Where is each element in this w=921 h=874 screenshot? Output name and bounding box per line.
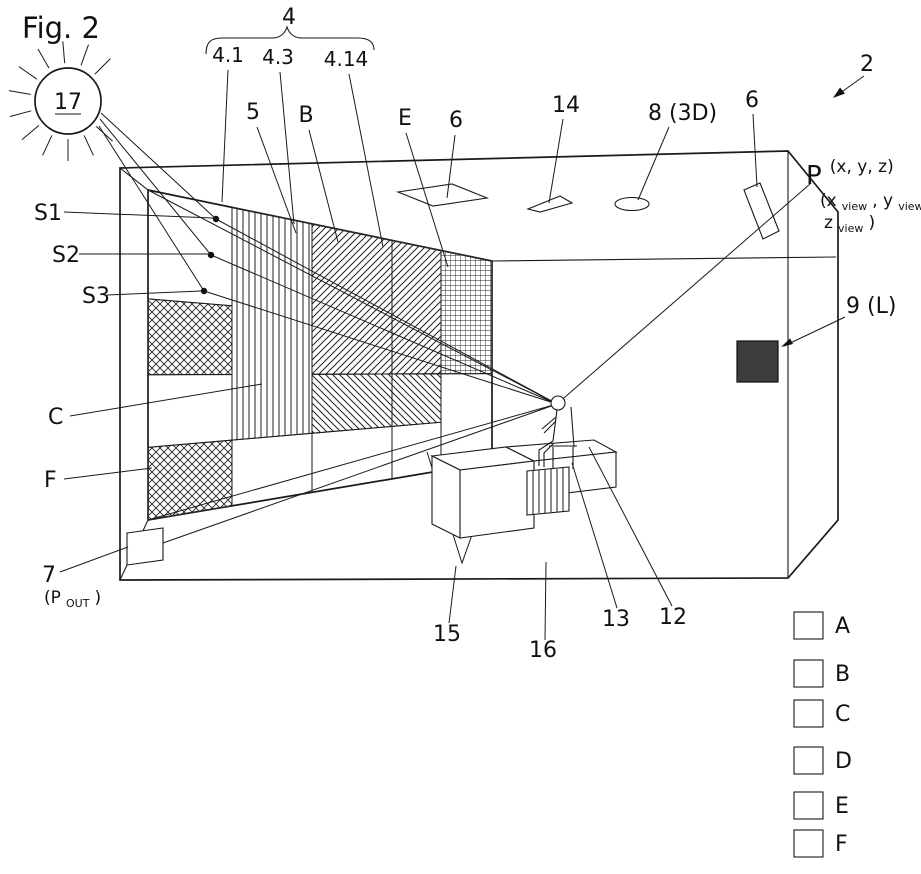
legend-label-f: F bbox=[835, 832, 848, 857]
label-s3: S3 bbox=[82, 284, 110, 309]
leader-4-14 bbox=[348, 73, 384, 248]
legend-swatch-c bbox=[793, 699, 824, 728]
view-frustum-lines bbox=[147, 183, 811, 544]
arrow-2-head bbox=[833, 87, 845, 98]
label-2: 2 bbox=[860, 52, 874, 77]
label-7-pout: (P OUT ) bbox=[44, 588, 101, 611]
room-corner-connectors bbox=[119, 167, 149, 581]
label-6-left: 6 bbox=[449, 108, 463, 133]
leader-5 bbox=[256, 126, 297, 234]
leader-7 bbox=[59, 546, 129, 573]
label-s1: S1 bbox=[34, 201, 62, 226]
arrow-9-line bbox=[783, 316, 846, 347]
label-e: E bbox=[398, 106, 412, 131]
ceiling-slit-left bbox=[395, 183, 490, 207]
wall-panel-c bbox=[231, 206, 313, 441]
leader-s3 bbox=[106, 290, 202, 296]
leader-f bbox=[63, 467, 153, 480]
label-p-view-line2: z view ) bbox=[824, 213, 875, 236]
chair bbox=[549, 406, 577, 469]
label-c: C bbox=[48, 405, 63, 430]
label-6-right: 6 bbox=[745, 88, 759, 113]
leader-15 bbox=[448, 565, 457, 624]
leader-6-right bbox=[752, 113, 758, 188]
label-p: P (x, y, z) bbox=[806, 157, 894, 191]
reflection-point-s2 bbox=[207, 251, 215, 259]
label-16: 16 bbox=[529, 638, 557, 663]
person-body bbox=[538, 409, 558, 467]
wall-panel-f-upper bbox=[147, 298, 233, 376]
label-7: 7 bbox=[42, 563, 56, 588]
legend-swatch-a bbox=[793, 611, 824, 640]
label-15: 15 bbox=[433, 622, 461, 647]
leader-8 bbox=[637, 126, 670, 201]
label-8-3d: 8 (3D) bbox=[648, 101, 717, 126]
legend-label-c: C bbox=[835, 702, 850, 727]
label-4-14: 4.14 bbox=[324, 47, 369, 71]
reflection-point-s3 bbox=[200, 287, 208, 295]
sun bbox=[34, 67, 102, 135]
label-4-3: 4.3 bbox=[262, 45, 294, 69]
leader-c bbox=[69, 383, 263, 417]
leader-16 bbox=[544, 561, 547, 641]
label-5: 5 bbox=[246, 100, 260, 125]
person-head bbox=[550, 395, 566, 411]
group-4-brace bbox=[205, 25, 375, 55]
leader-s1 bbox=[63, 211, 214, 219]
reflected-rays bbox=[203, 218, 558, 405]
label-p-view-line1: (x view , y view , bbox=[820, 191, 921, 214]
leader-14 bbox=[548, 118, 564, 204]
radiator bbox=[526, 466, 570, 516]
leader-b bbox=[308, 129, 339, 243]
legend-label-d: D bbox=[835, 749, 852, 774]
light-source-square bbox=[736, 340, 779, 383]
legend-swatch-b bbox=[793, 659, 824, 688]
label-f: F bbox=[44, 468, 57, 493]
arrow-9-head bbox=[781, 338, 793, 347]
label-4: 4 bbox=[282, 5, 296, 30]
legend-label-b: B bbox=[835, 662, 850, 687]
legend-swatch-d bbox=[793, 746, 824, 775]
ceiling-backwall-edge bbox=[491, 256, 837, 262]
desk-front-left bbox=[459, 460, 535, 539]
label-s2: S2 bbox=[52, 243, 80, 268]
wall-grid-lines bbox=[147, 207, 493, 506]
figure-title: Fig. 2 bbox=[22, 11, 100, 45]
wall-panel-b bbox=[311, 223, 442, 375]
radiator-bars bbox=[532, 468, 564, 514]
legend-swatch-e bbox=[793, 791, 824, 820]
legend-swatch-f bbox=[793, 829, 824, 858]
label-4-1: 4.1 bbox=[212, 43, 244, 67]
leader-4-3 bbox=[279, 71, 295, 225]
leader-e bbox=[405, 132, 449, 268]
leader-4-1 bbox=[221, 69, 229, 203]
sun-rays bbox=[8, 41, 113, 161]
label-12: 12 bbox=[659, 605, 687, 630]
label-b: B bbox=[298, 103, 313, 128]
pout-box bbox=[126, 527, 164, 566]
ceiling-slit-right bbox=[743, 182, 780, 240]
ceiling-ellipse-8 bbox=[614, 196, 650, 212]
sun-light-rays bbox=[98, 112, 217, 292]
label-14: 14 bbox=[552, 93, 580, 118]
legend-label-e: E bbox=[835, 794, 849, 819]
desk-side-left bbox=[431, 455, 461, 539]
sun-label: 17 bbox=[54, 90, 82, 115]
label-13: 13 bbox=[602, 607, 630, 632]
leader-13 bbox=[571, 462, 618, 609]
leader-12 bbox=[588, 446, 673, 607]
leader-6-left bbox=[446, 134, 456, 199]
legend-label-a: A bbox=[835, 614, 850, 639]
label-9-l: 9 (L) bbox=[846, 294, 896, 319]
pattern-legend: A B C D E F bbox=[793, 611, 852, 858]
reflection-point-s1 bbox=[212, 215, 220, 223]
